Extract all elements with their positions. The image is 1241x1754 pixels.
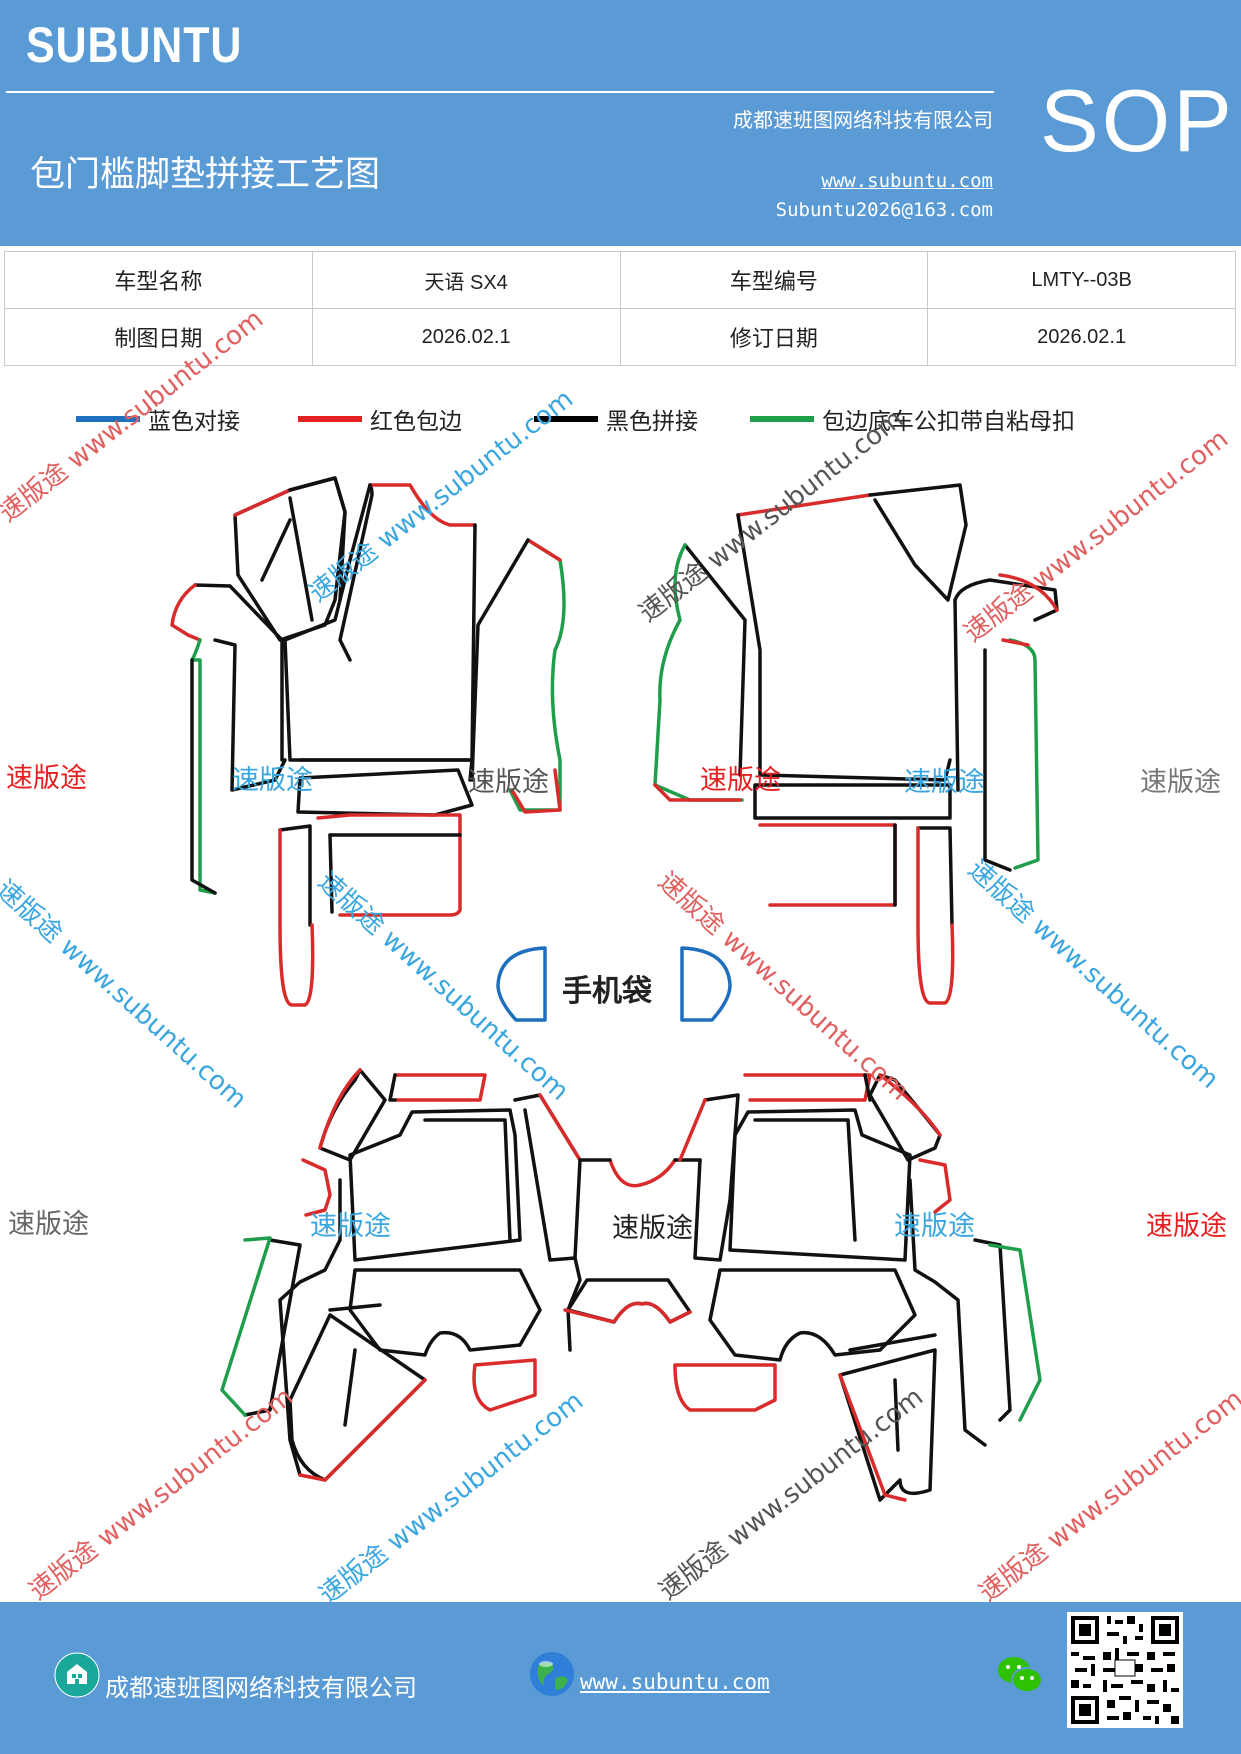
building-icon [54, 1652, 100, 1698]
rear-right-mat [673, 1073, 1042, 1502]
phone-pockets [496, 946, 732, 1022]
header-banner: SUBUNTU 成都速班图网络科技有限公司 包门槛脚垫拼接工艺图 www.sub… [0, 0, 1241, 246]
model-code-value: LMTY--03B [927, 251, 1236, 309]
footer-banner: 成都速班图网络科技有限公司 www.subuntu.com [0, 1602, 1241, 1754]
watermark: 速版途 [1146, 1211, 1227, 1242]
watermark: 速版途 [310, 1211, 391, 1242]
footer-company: 成都速班图网络科技有限公司 [105, 1674, 417, 1702]
watermark: 速版途 [6, 763, 87, 794]
email-address: Subuntu2026@163.com [775, 199, 993, 221]
legend-item-black: 黑色拼接 [534, 402, 698, 436]
table-row: 车型名称 天语 SX4 车型编号 LMTY--03B [4, 251, 1236, 309]
watermark: 速版途 [8, 1209, 89, 1240]
legend-item-blue: 蓝色对接 [76, 402, 240, 436]
brand-logo: SUBUNTU [26, 17, 243, 73]
draw-date-label: 制图日期 [4, 308, 313, 366]
model-name-label: 车型名称 [4, 251, 313, 309]
line-legend: 蓝色对接 红色包边 黑色拼接 包边底车公扣带自粘母扣 [0, 402, 1241, 442]
legend-item-red: 红色包边 [298, 402, 462, 436]
legend-item-green: 包边底车公扣带自粘母扣 [750, 402, 1075, 436]
footer-website[interactable]: www.subuntu.com [580, 1670, 770, 1694]
legend-swatch [750, 416, 814, 422]
vehicle-info-table: 车型名称 天语 SX4 车型编号 LMTY--03B 制图日期 2026.02.… [4, 251, 1236, 366]
watermark: 速版途 [700, 765, 781, 796]
watermark: 速版途 [232, 765, 313, 796]
revise-date-value: 2026.02.1 [927, 308, 1236, 366]
legend-swatch [534, 416, 598, 422]
watermark: 速版途 [612, 1213, 693, 1244]
model-code-label: 车型编号 [619, 251, 929, 309]
sop-label: SOP [1040, 71, 1235, 170]
watermark: 速版途 [468, 767, 549, 798]
draw-date-value: 2026.02.1 [311, 308, 621, 366]
company-name: 成都速班图网络科技有限公司 [733, 108, 993, 132]
watermark: 速版途 [904, 767, 985, 798]
phone-pocket-label: 手机袋 [562, 974, 652, 1009]
qr-code-icon [1067, 1612, 1183, 1728]
legend-swatch [298, 416, 362, 422]
document-title: 包门槛脚垫拼接工艺图 [30, 155, 381, 195]
header-divider [6, 91, 994, 93]
legend-swatch [76, 416, 140, 422]
legend-label: 黑色拼接 [606, 409, 698, 435]
table-row: 制图日期 2026.02.1 修订日期 2026.02.1 [4, 308, 1236, 366]
revise-date-label: 修订日期 [619, 308, 929, 366]
legend-label: 包边底车公扣带自粘母扣 [822, 409, 1075, 435]
watermark: 速版途 [894, 1211, 975, 1242]
legend-label: 红色包边 [370, 409, 462, 435]
front-right-mat [653, 483, 1059, 1005]
model-name-value: 天语 SX4 [311, 251, 621, 309]
wechat-icon[interactable] [996, 1654, 1044, 1696]
watermark: 速版途 [1140, 767, 1221, 798]
rear-left-mat [220, 1068, 702, 1482]
mat-splicing-diagram [170, 476, 1059, 1502]
globe-icon [530, 1652, 574, 1696]
website-link[interactable]: www.subuntu.com [821, 170, 993, 192]
front-left-mat [170, 476, 566, 1007]
legend-label: 蓝色对接 [148, 409, 240, 435]
